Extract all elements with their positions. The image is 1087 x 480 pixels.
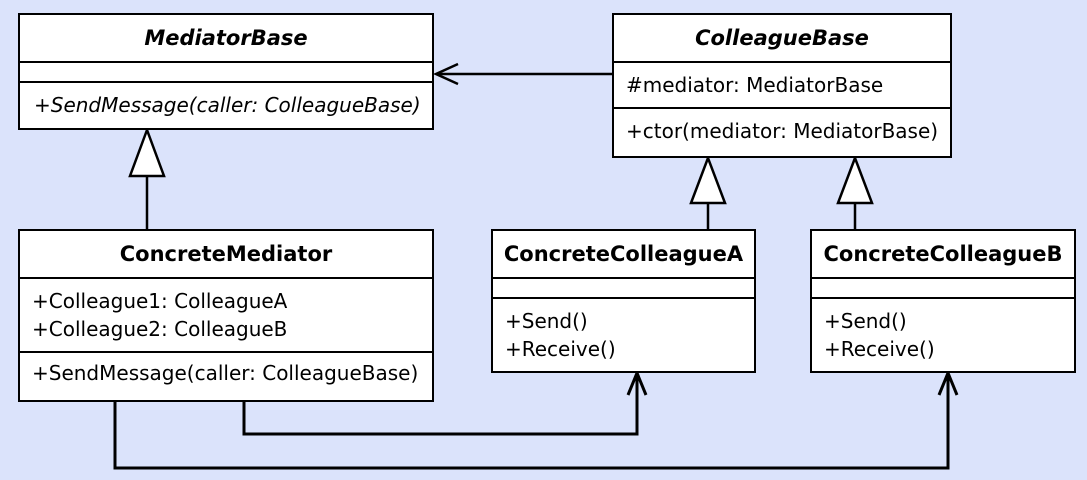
attributes-section: +Colleague1: ColleagueA +Colleague2: Col… (20, 279, 432, 353)
operations-section: +SendMessage(caller: ColleagueBase) (20, 353, 432, 387)
class-name: ConcreteColleagueB (812, 231, 1074, 279)
class-name: ConcreteMediator (20, 231, 432, 279)
operation: +Send() (824, 309, 907, 333)
class-colleaguebase: ColleagueBase #mediator: MediatorBase +c… (612, 13, 952, 158)
generalization-concretemediator-mediatorbase (128, 126, 166, 229)
operation: +SendMessage(caller: ColleagueBase) (34, 93, 421, 117)
operation: +Receive() (505, 337, 616, 361)
generalization-colleaguea-colleaguebase (689, 154, 727, 229)
attribute: +Colleague1: ColleagueA (32, 289, 288, 313)
attribute: #mediator: MediatorBase (626, 73, 884, 97)
association-colleaguebase-mediatorbase (432, 62, 612, 86)
operation: +Receive() (824, 337, 935, 361)
operation: +ctor(mediator: MediatorBase) (626, 119, 939, 143)
class-concretemediator: ConcreteMediator +Colleague1: ColleagueA… (18, 229, 434, 402)
class-name: MediatorBase (20, 15, 432, 63)
class-name: ConcreteColleagueA (493, 231, 754, 279)
attributes-section (493, 279, 754, 299)
operations-section: +ctor(mediator: MediatorBase) (614, 109, 950, 145)
class-name: ColleagueBase (614, 15, 950, 63)
attributes-section (20, 63, 432, 83)
generalization-colleagueb-colleaguebase (836, 154, 874, 229)
attribute: +Colleague2: ColleagueB (32, 317, 288, 341)
operations-section: +SendMessage(caller: ColleagueBase) (20, 83, 432, 119)
operations-section: +Send() +Receive() (493, 299, 754, 363)
class-concretecolleaguea: ConcreteColleagueA +Send() +Receive() (491, 229, 756, 373)
attributes-section: #mediator: MediatorBase (614, 63, 950, 109)
class-mediatorbase: MediatorBase +SendMessage(caller: Collea… (18, 13, 434, 130)
association-mediator-colleagueb (113, 369, 959, 470)
class-concretecolleagueb: ConcreteColleagueB +Send() +Receive() (810, 229, 1076, 373)
operation: +SendMessage(caller: ColleagueBase) (32, 361, 419, 385)
operation: +Send() (505, 309, 588, 333)
operations-section: +Send() +Receive() (812, 299, 1074, 363)
attributes-section (812, 279, 1074, 299)
association-mediator-colleaguea (242, 369, 648, 436)
